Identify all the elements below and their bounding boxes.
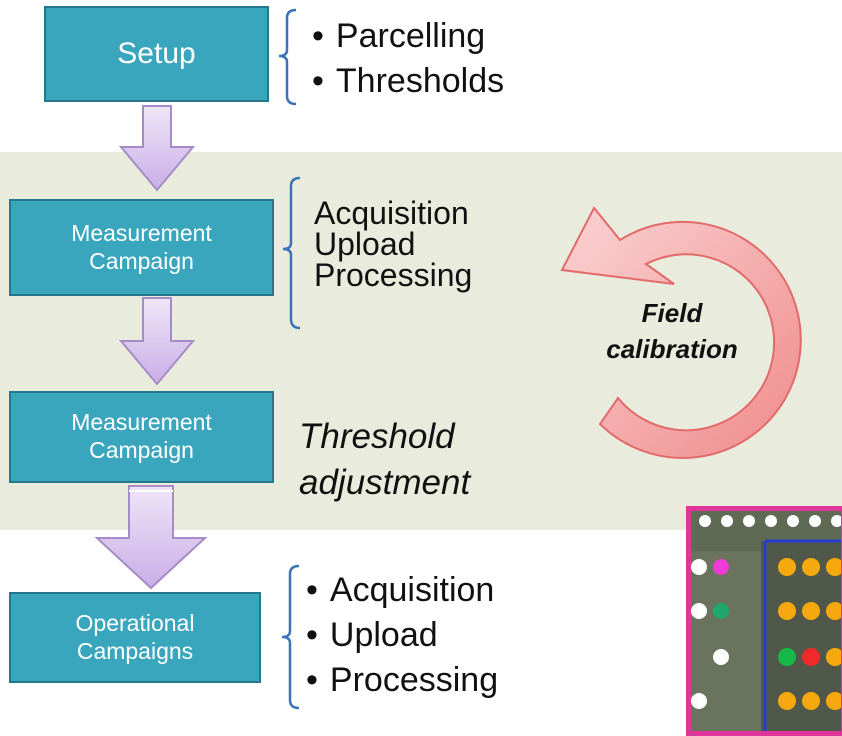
operational-item: Processing xyxy=(306,658,498,703)
down-arrow-1 xyxy=(118,105,196,192)
measurement-campaign-box-2: Measurement Campaign xyxy=(9,391,274,483)
field-calibration-cycle-arrow xyxy=(560,206,802,459)
setup-bracket xyxy=(278,8,297,106)
operational-bracket xyxy=(281,564,300,710)
setup-item: Thresholds xyxy=(312,59,504,104)
parcel-map-image xyxy=(691,511,841,731)
mc1-label-line2: Campaign xyxy=(89,247,194,274)
threshold-adjustment-line1: Threshold xyxy=(299,417,455,456)
operational-campaigns-box: Operational Campaigns xyxy=(9,592,261,683)
sample-points xyxy=(691,515,841,710)
mc2-label-line1: Measurement xyxy=(71,409,212,436)
campaign-bracket xyxy=(282,176,301,330)
campaign-steps-list: Acquisition Upload Processing xyxy=(314,195,473,293)
measurement-campaign-box-1: Measurement Campaign xyxy=(9,199,274,296)
operational-item: Upload xyxy=(306,613,498,658)
down-arrow-2 xyxy=(118,297,196,386)
down-arrow-3 xyxy=(94,485,208,590)
field-calibration-label: Field calibration xyxy=(572,295,772,367)
setup-items-list: Parcelling Thresholds xyxy=(312,14,504,104)
op-label-line1: Operational xyxy=(75,609,195,636)
mc1-label-line1: Measurement xyxy=(71,219,212,246)
threshold-adjustment-label: Threshold adjustment xyxy=(299,414,470,506)
campaign-step: Upload xyxy=(314,226,416,262)
operational-items-list: Acquisition Upload Processing xyxy=(306,568,498,703)
operational-item: Acquisition xyxy=(306,568,498,613)
setup-box: Setup xyxy=(44,6,269,102)
campaign-step: Acquisition xyxy=(314,195,469,231)
field-calibration-line1: Field xyxy=(641,298,703,328)
campaign-step: Processing xyxy=(314,257,473,293)
mc2-label-line2: Campaign xyxy=(89,437,194,463)
setup-item: Parcelling xyxy=(312,14,504,59)
setup-label: Setup xyxy=(117,37,196,70)
op-label-line2: Campaigns xyxy=(76,637,194,664)
parcel-map-thumbnail xyxy=(686,506,842,736)
threshold-adjustment-line2: adjustment xyxy=(299,463,471,502)
field-calibration-line2: calibration xyxy=(606,334,738,364)
